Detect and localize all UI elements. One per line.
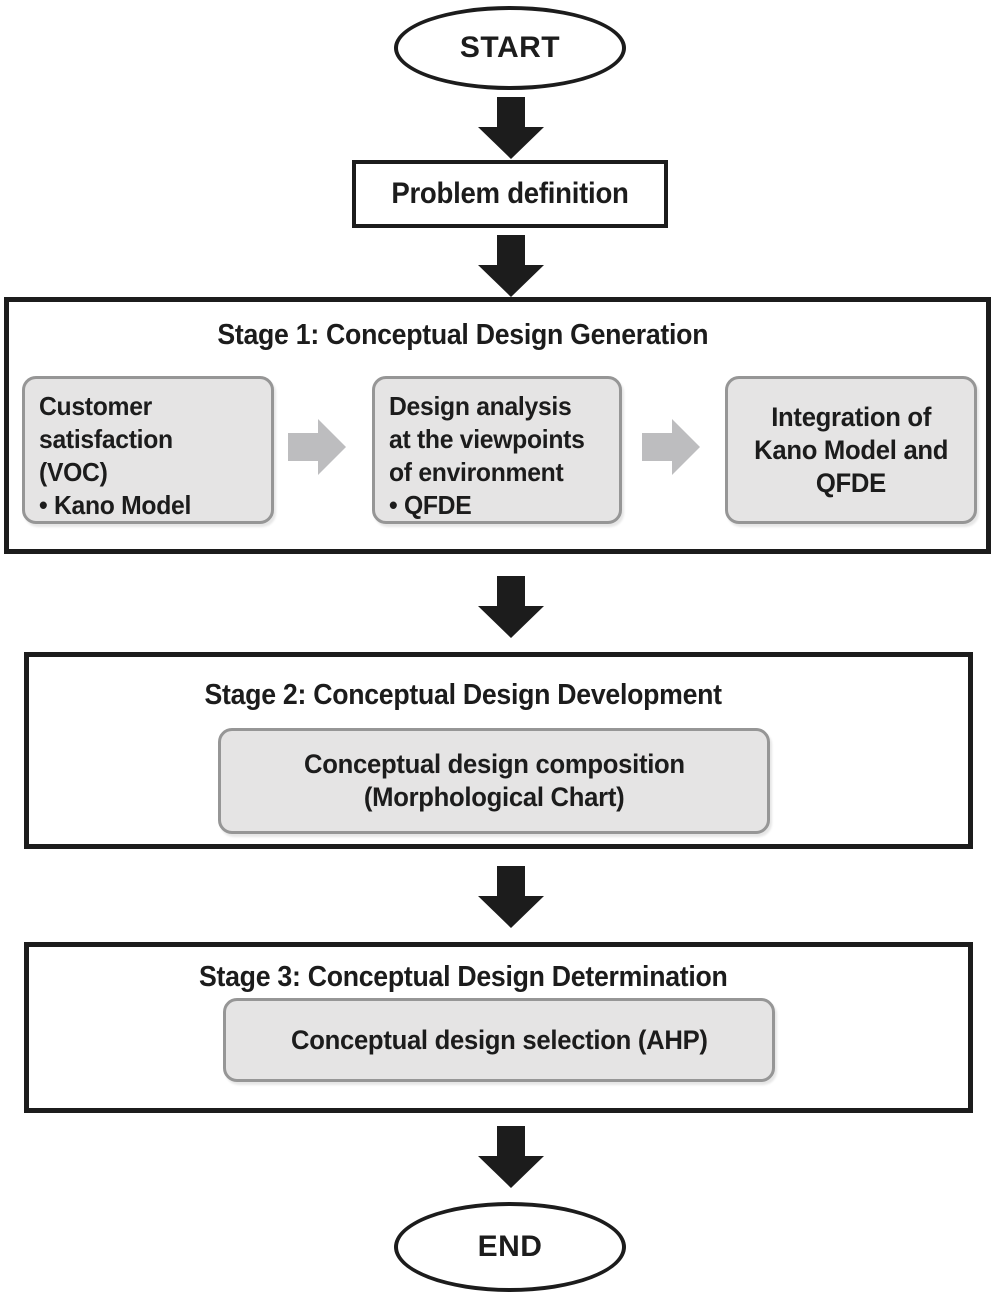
stage-2-container: Stage 2: Conceptual Design Development C… [24,652,973,849]
box-text-line: Design analysis [389,391,572,421]
problem-definition-node: Problem definition [352,160,668,228]
stage-1-container: Stage 1: Conceptual Design Generation Cu… [4,297,991,554]
start-label: START [459,31,561,64]
problem-definition-label: Problem definition [391,177,629,210]
box-text-line: at the viewpoints [389,424,585,454]
end-node: END [394,1202,626,1292]
stage-2-title-text: Stage 2: Conceptual Design Development [204,679,723,711]
stage-1-title-text: Stage 1: Conceptual Design Generation [217,319,708,351]
box-text-line: Kano Model and [753,434,949,465]
stage-3-title-text: Stage 3: Conceptual Design Determination [199,961,728,993]
down-arrow-icon [478,235,544,297]
integration-box: Integration of Kano Model and QFDE [725,376,977,524]
box-text-line: Integration of [771,401,931,432]
right-arrow-icon [642,419,700,475]
bullet-item: • Kano Model [39,490,192,520]
box-text-line: Conceptual design selection (AHP) [290,1024,708,1055]
stage-3-container: Stage 3: Conceptual Design Determination… [24,942,973,1113]
design-analysis-box: Design analysis at the viewpoints of env… [372,376,622,524]
stage-3-title: Stage 3: Conceptual Design Determination [29,961,968,994]
bullet-item: • QFDE [389,490,472,520]
customer-satisfaction-box: Customer satisfaction (VOC) • Kano Model [22,376,274,524]
box-text-line: QFDE [815,467,887,498]
down-arrow-icon [478,97,544,159]
start-node: START [394,6,626,90]
end-label: END [477,1230,543,1263]
box-text-line: satisfaction [39,424,173,454]
stage-2-title: Stage 2: Conceptual Design Development [29,679,968,712]
down-arrow-icon [478,576,544,638]
down-arrow-icon [478,1126,544,1188]
conceptual-design-selection-box: Conceptual design selection (AHP) [223,998,775,1082]
box-text-line: (VOC) [39,457,108,487]
box-text-line: of environment [389,457,564,487]
conceptual-design-composition-box: Conceptual design composition (Morpholog… [218,728,770,834]
down-arrow-icon [478,866,544,928]
stage-1-title: Stage 1: Conceptual Design Generation [9,319,986,352]
box-text-line: Conceptual design composition [303,749,685,779]
box-text-line: Customer [39,391,153,421]
right-arrow-icon [288,419,346,475]
box-text-line: (Morphological Chart) [363,782,625,812]
